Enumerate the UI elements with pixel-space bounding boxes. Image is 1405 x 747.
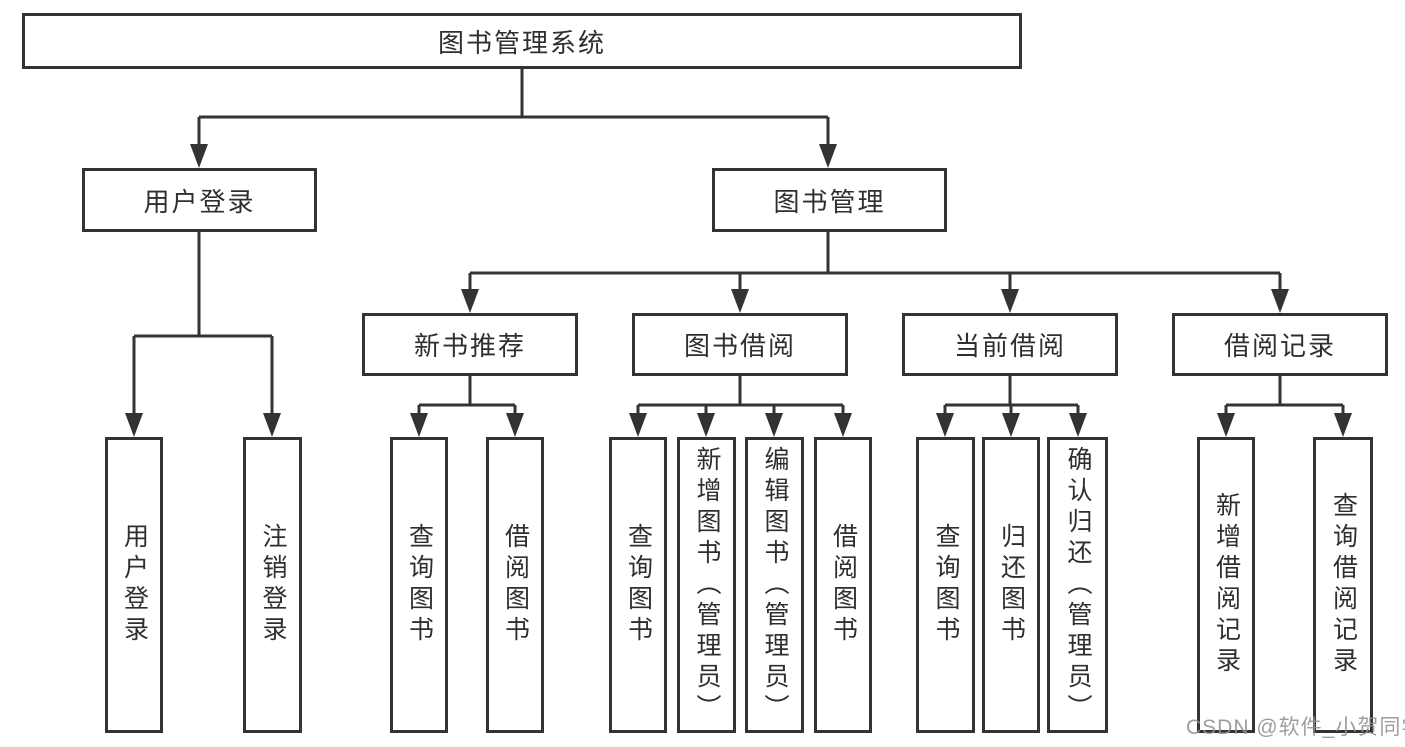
leaf-label: 用户登录 bbox=[120, 523, 149, 647]
arrow-down-icon bbox=[461, 289, 479, 313]
arrow-down-icon bbox=[819, 144, 837, 168]
node-new-book-recommendation: 新书推荐 bbox=[362, 313, 578, 376]
leaf-label: 新增借阅记录 bbox=[1212, 492, 1241, 678]
arrow-down-icon bbox=[1069, 413, 1087, 437]
node-book-management: 图书管理 bbox=[712, 168, 947, 232]
leaf-confirm-return-admin: 确认归还（管理员） bbox=[1047, 437, 1108, 733]
node-book-borrowing: 图书借阅 bbox=[632, 313, 848, 376]
arrow-down-icon bbox=[697, 413, 715, 437]
arrow-down-icon bbox=[1217, 413, 1235, 437]
arrow-down-icon bbox=[506, 413, 524, 437]
leaf-label: 编辑图书（管理员） bbox=[761, 445, 789, 725]
leaf-edit-books-admin: 编辑图书（管理员） bbox=[745, 437, 804, 733]
leaf-label: 借阅图书 bbox=[501, 523, 530, 647]
node-borrowing-records: 借阅记录 bbox=[1172, 313, 1388, 376]
leaf-label: 归还图书 bbox=[997, 523, 1026, 647]
arrow-down-icon bbox=[263, 413, 281, 437]
csdn-watermark: CSDN @软件_小贺同学 bbox=[1186, 716, 1405, 739]
leaf-query-books-borrow: 查询图书 bbox=[609, 437, 667, 733]
connector-root-to-level2 bbox=[197, 69, 830, 150]
arrow-down-icon bbox=[629, 413, 647, 437]
node-label: 新书推荐 bbox=[413, 331, 526, 361]
arrow-down-icon bbox=[731, 289, 749, 313]
leaf-user-login: 用户登录 bbox=[105, 437, 163, 733]
connector-borrowing-records-to-children bbox=[1224, 376, 1345, 419]
arrow-down-icon bbox=[834, 413, 852, 437]
arrow-down-icon bbox=[125, 413, 143, 437]
node-label: 用户登录 bbox=[143, 186, 256, 217]
connector-new-book-recommendation-to-children bbox=[417, 376, 517, 419]
node-label: 图书管理系统 bbox=[437, 27, 606, 58]
node-label: 借阅记录 bbox=[1223, 331, 1336, 361]
node-current-borrowing: 当前借阅 bbox=[902, 313, 1118, 376]
leaf-logout: 注销登录 bbox=[243, 437, 302, 733]
leaf-label: 新增图书（管理员） bbox=[693, 445, 721, 725]
arrow-down-icon bbox=[1334, 413, 1352, 437]
leaf-label: 查询图书 bbox=[405, 523, 434, 647]
leaf-label: 查询图书 bbox=[932, 523, 960, 647]
leaf-query-books-current: 查询图书 bbox=[916, 437, 975, 733]
arrow-down-icon bbox=[1002, 413, 1020, 437]
connector-book-borrowing-to-children bbox=[636, 376, 845, 419]
arrow-down-icon bbox=[1001, 289, 1019, 313]
arrow-down-icon bbox=[410, 413, 428, 437]
arrow-down-icon bbox=[1271, 289, 1289, 313]
leaf-label: 查询图书 bbox=[624, 523, 653, 647]
leaf-label: 借阅图书 bbox=[829, 523, 858, 647]
leaf-label: 注销登录 bbox=[259, 523, 287, 647]
connector-user-login-to-children bbox=[132, 232, 274, 419]
arrowheads bbox=[125, 144, 1352, 437]
leaf-borrow-books-recommend: 借阅图书 bbox=[486, 437, 544, 733]
arrow-down-icon bbox=[765, 413, 783, 437]
leaf-return-books: 归还图书 bbox=[982, 437, 1040, 733]
node-label: 当前借阅 bbox=[953, 331, 1066, 361]
leaf-add-books-admin: 新增图书（管理员） bbox=[677, 437, 736, 733]
arrow-down-icon bbox=[936, 413, 954, 437]
leaf-add-borrow-record: 新增借阅记录 bbox=[1197, 437, 1255, 733]
leaf-label: 确认归还（管理员） bbox=[1064, 445, 1092, 725]
connector-book-management-to-level3 bbox=[468, 232, 1282, 295]
connector-current-borrowing-to-children bbox=[943, 376, 1080, 419]
node-label: 图书管理 bbox=[773, 186, 886, 217]
leaf-borrow-books-borrow: 借阅图书 bbox=[814, 437, 872, 733]
node-library-management-system: 图书管理系统 bbox=[22, 13, 1022, 69]
leaf-query-books-recommend: 查询图书 bbox=[390, 437, 448, 733]
node-label: 图书借阅 bbox=[683, 331, 796, 361]
arrow-down-icon bbox=[190, 144, 208, 168]
leaf-query-borrow-record: 查询借阅记录 bbox=[1313, 437, 1373, 733]
node-user-login: 用户登录 bbox=[82, 168, 317, 232]
leaf-label: 查询借阅记录 bbox=[1329, 492, 1358, 678]
